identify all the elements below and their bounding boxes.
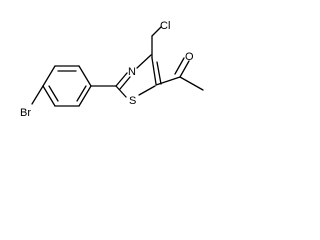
- bond-c2-n-double: [119, 76, 131, 90]
- bond-c2-n: [115, 72, 128, 87]
- bond-c4-c5-double: [156, 61, 162, 85]
- bond-ph-inner-3: [76, 85, 87, 102]
- bond-ph-c3-c4: [42, 65, 56, 87]
- bond-carbonyl-methyl: [179, 76, 204, 91]
- atom-br: Br: [20, 107, 31, 119]
- bond-c5-s: [138, 85, 156, 96]
- bond-carbonyl-o-double: [174, 57, 185, 75]
- molecule-diagram: N S O Cl Br: [0, 0, 217, 142]
- bond-ph-c1-c2: [78, 65, 92, 87]
- bond-s-c2: [115, 85, 127, 98]
- atom-cl: Cl: [160, 20, 170, 32]
- bond-ph-c6-c1: [78, 85, 92, 107]
- bond-ch2-cl: [151, 26, 162, 37]
- bond-ph-inner-2: [48, 85, 59, 102]
- atom-s: S: [129, 95, 136, 107]
- bond-c5-carbonyl: [155, 76, 181, 86]
- bond-c4-c5: [151, 57, 157, 85]
- atom-o: O: [185, 51, 194, 63]
- bond-ph-br: [31, 85, 44, 105]
- bond-ph-c4-c5: [42, 85, 56, 107]
- atom-n: N: [128, 66, 136, 78]
- bond-n-c4: [136, 54, 152, 69]
- bond-carbonyl-o: [179, 60, 190, 78]
